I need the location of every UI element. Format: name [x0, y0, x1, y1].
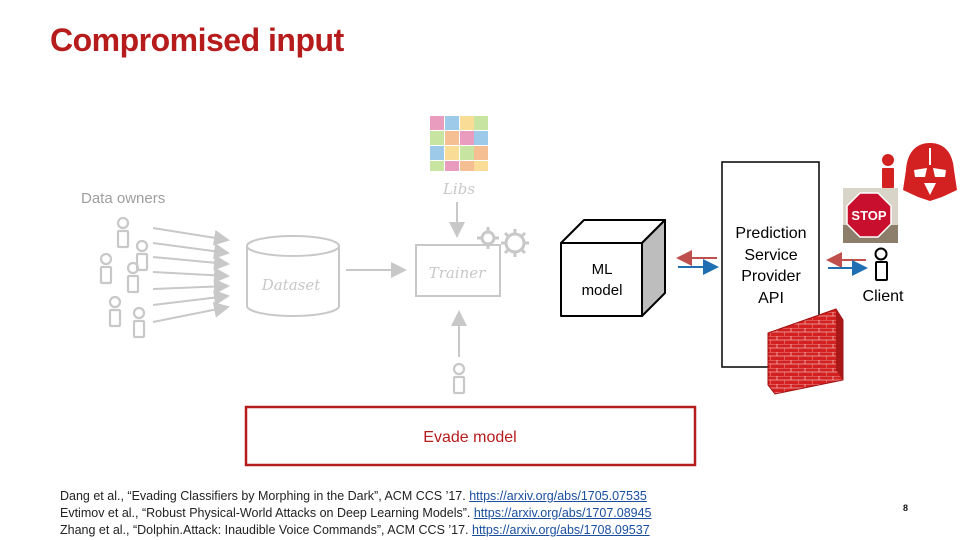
api-label-line1: Prediction [735, 225, 806, 242]
references-list: Dang et al., “Evading Classifiers by Mor… [60, 488, 652, 539]
owner-arrows [152, 227, 230, 323]
libs-label: Libs [442, 180, 475, 198]
data-owners-label: Data owners [81, 190, 165, 207]
puzzle-libs-icon [430, 116, 488, 171]
slide-title: Compromised input [50, 22, 344, 58]
client-label: Client [863, 288, 904, 305]
trainer-label: Trainer [429, 264, 486, 282]
reference-item: Zhang et al., “Dolphin.Attack: Inaudible… [60, 523, 650, 537]
person-icon [108, 295, 122, 328]
vader-helmet-icon [903, 143, 957, 201]
person-icon [126, 261, 140, 294]
firewall-icon [767, 308, 844, 395]
reference-item: Evtimov et al., “Robust Physical-World A… [60, 506, 652, 520]
dataset-cylinder [246, 235, 340, 317]
reference-link[interactable]: https://arxiv.org/abs/1708.09537 [472, 523, 650, 537]
stop-sign-text: STOP [851, 208, 886, 223]
reference-item: Dang et al., “Evading Classifiers by Mor… [60, 489, 647, 503]
gears-icon [477, 227, 529, 257]
person-icon [116, 216, 130, 249]
reference-link[interactable]: https://arxiv.org/abs/1705.07535 [469, 489, 647, 503]
evade-model-label: Evade model [423, 429, 516, 446]
stop-sign-image: STOP [843, 188, 898, 243]
person-icon [99, 252, 113, 285]
person-icon [452, 362, 466, 395]
client-person-icon [874, 247, 888, 281]
reference-link[interactable]: https://arxiv.org/abs/1707.08945 [473, 506, 652, 520]
evade-model-box [244, 405, 697, 467]
api-label-line2: Service [744, 247, 797, 264]
trainer-box [415, 244, 501, 297]
page-number: 8 [903, 503, 909, 513]
dataset-label: Dataset [261, 276, 322, 294]
ml-model-label-line1: ML [592, 261, 613, 278]
api-label-line4: API [758, 290, 784, 307]
ml-model-label-line2: model [582, 282, 623, 299]
person-icon [135, 239, 149, 272]
data-owner-group [99, 216, 149, 339]
person-icon [132, 306, 146, 339]
ml-model-cube [560, 219, 666, 317]
adversary-person-icon [882, 154, 894, 188]
api-label-line3: Provider [741, 268, 801, 285]
